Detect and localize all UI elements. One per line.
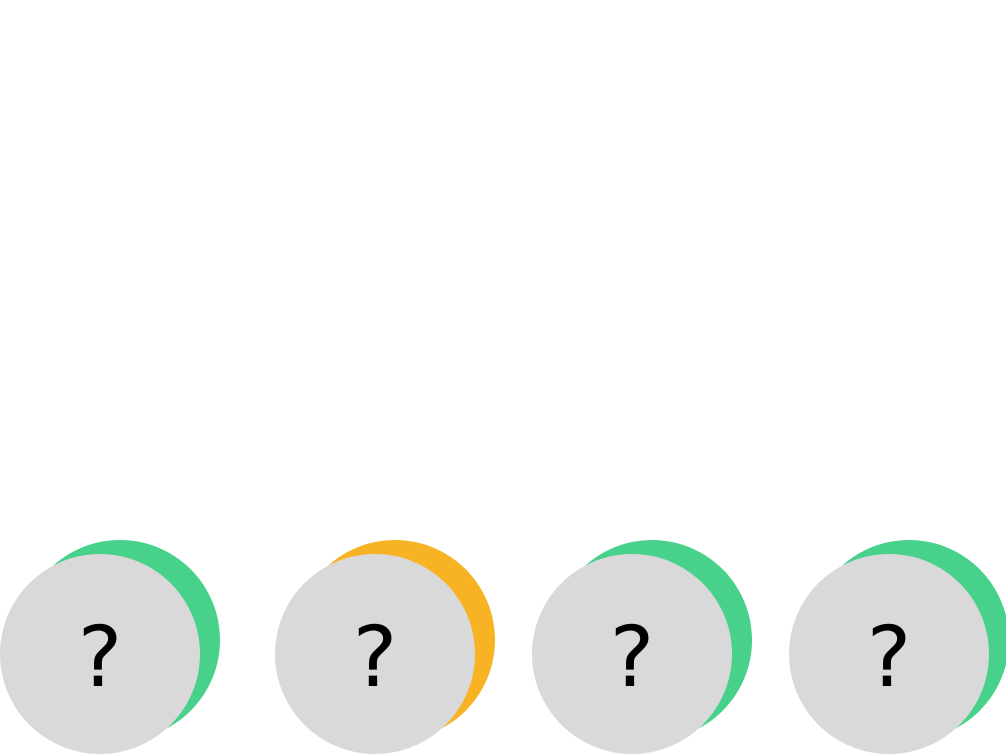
question-mark-icon: ? [609,608,655,706]
card-face: ? [0,554,200,754]
question-mark-icon: ? [77,608,123,706]
card-face: ? [789,554,989,754]
card-face: ? [275,554,475,754]
question-mark-icon: ? [352,608,398,706]
hidden-card-1[interactable]: ? [0,540,220,754]
card-face: ? [532,554,732,754]
hidden-card-3[interactable]: ? [532,540,752,754]
question-mark-icon: ? [866,608,912,706]
hidden-card-4[interactable]: ? [789,540,1006,754]
hidden-card-2[interactable]: ? [275,540,495,754]
